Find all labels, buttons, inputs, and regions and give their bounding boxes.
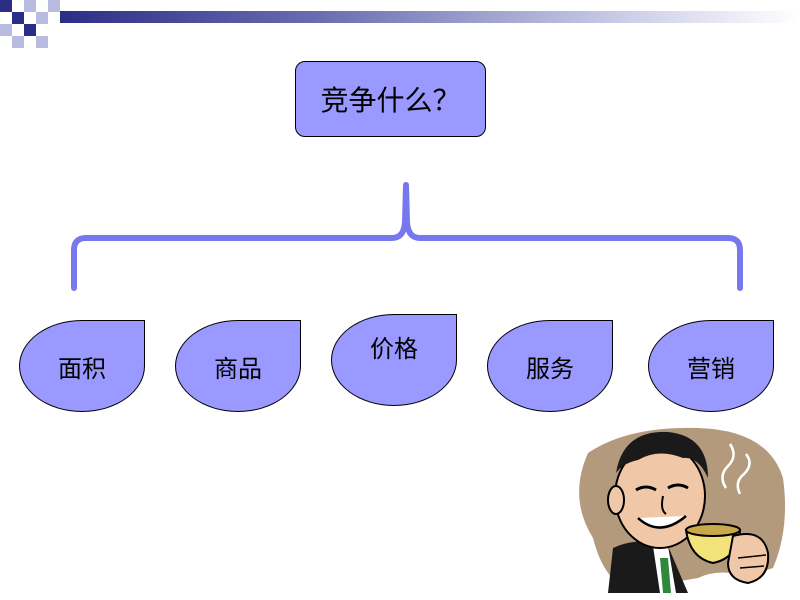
node-goods: 商品 xyxy=(175,320,301,412)
node-marketing: 营销 xyxy=(648,320,774,412)
node-price: 价格 xyxy=(331,314,457,406)
node-label: 营销 xyxy=(687,354,735,383)
node-label: 服务 xyxy=(526,354,574,383)
title-text: 竞争什么？ xyxy=(320,84,461,117)
node-label: 面积 xyxy=(58,354,106,383)
corner-decoration xyxy=(0,0,800,60)
header-gradient-bar xyxy=(60,11,800,23)
node-area: 面积 xyxy=(19,320,145,412)
node-service: 服务 xyxy=(487,320,613,412)
node-label: 价格 xyxy=(370,335,418,363)
node-label: 商品 xyxy=(214,354,262,383)
title-box: 竞争什么？ xyxy=(295,61,486,137)
man-drinking-coffee-clipart xyxy=(579,427,786,593)
